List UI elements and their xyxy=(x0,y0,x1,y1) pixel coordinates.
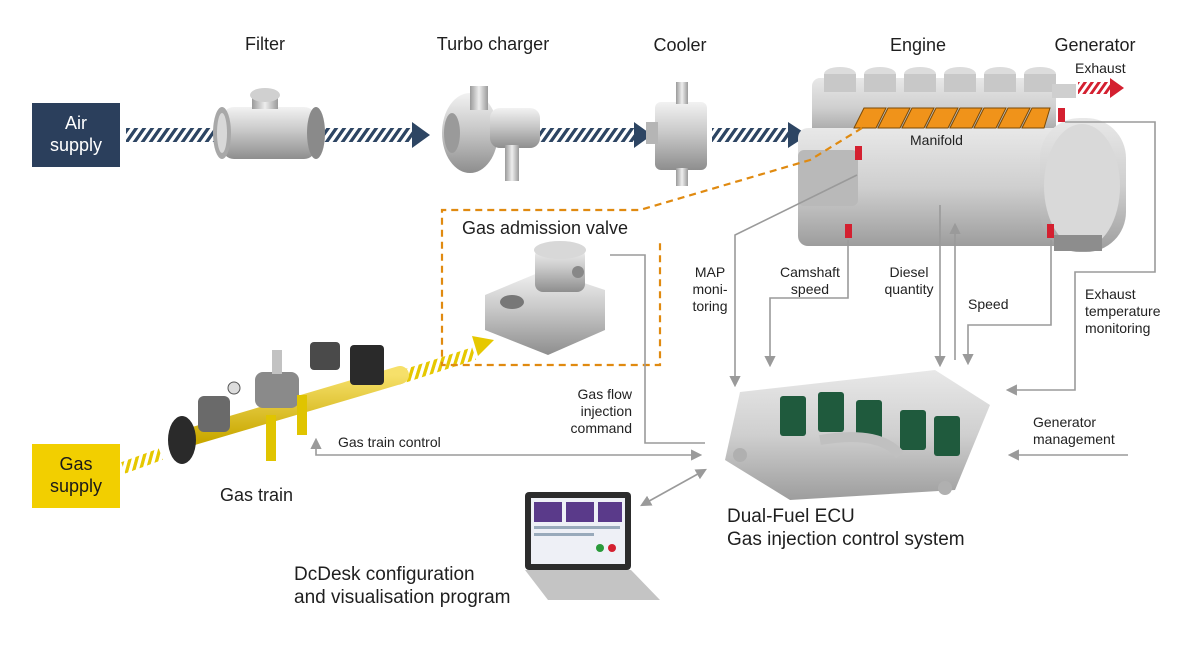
speed-label: Speed xyxy=(968,296,1009,312)
filter-illustration xyxy=(213,88,325,159)
gas-flow-line1: Gas flow xyxy=(577,386,632,402)
gas-supply-label-line2: supply xyxy=(49,476,103,496)
gas-admission-valve-illustration xyxy=(485,241,605,355)
exhaust-arrow xyxy=(1078,78,1124,98)
ecu-illustration xyxy=(725,370,990,500)
gas-valve-to-manifold-dashed-line xyxy=(440,127,863,367)
signal-lines xyxy=(310,121,1156,507)
gas-flow-line xyxy=(121,336,494,474)
cooler-label: Cooler xyxy=(653,35,707,55)
map-monitoring-line1: MAP xyxy=(694,264,726,280)
manifold-illustration xyxy=(853,107,1051,129)
diesel-quantity-line2: quantity xyxy=(884,280,934,297)
turbo-charger-illustration xyxy=(442,86,540,181)
ecu-label: Dual-Fuel ECU Gas injection control syst… xyxy=(727,506,965,552)
generator-management-line1: Generator xyxy=(1033,414,1097,430)
cooler-illustration xyxy=(646,82,707,186)
air-supply-label-line2: supply xyxy=(49,135,103,155)
ecu-label-line1: Dual-Fuel ECU xyxy=(727,506,855,527)
camshaft-speed-line2: speed xyxy=(790,280,830,297)
manifold-label: Manifold xyxy=(910,132,963,148)
air-flow-line xyxy=(126,122,808,148)
dcdesk-label: DcDesk configuration and visualisation p… xyxy=(294,564,511,610)
laptop-illustration xyxy=(525,492,660,600)
gas-admission-valve-label: Gas admission valve xyxy=(462,218,629,238)
gas-supply-label-line1: Gas xyxy=(59,454,93,475)
camshaft-speed-line1: Camshaft xyxy=(780,264,840,280)
generator-management-label: Generator management xyxy=(1033,414,1115,448)
exhaust-temperature-line1: Exhaust xyxy=(1085,286,1136,302)
dcdesk-label-line1: DcDesk configuration xyxy=(294,564,475,585)
gas-flow-injection-command-label: Gas flow injection command xyxy=(571,386,632,436)
gas-train-control-label: Gas train control xyxy=(338,434,441,450)
generator-management-line2: management xyxy=(1033,430,1115,447)
diesel-quantity-label: Diesel quantity xyxy=(874,264,944,298)
ecu-label-line2: Gas injection control system xyxy=(727,528,965,550)
map-monitoring-line3: toring xyxy=(692,297,728,314)
dcdesk-label-line2: and visualisation program xyxy=(294,586,511,608)
diesel-quantity-line1: Diesel xyxy=(889,264,929,280)
gas-train-illustration xyxy=(168,342,409,464)
camshaft-speed-label: Camshaft speed xyxy=(770,264,850,298)
engine-label: Engine xyxy=(889,35,947,55)
gas-train-label: Gas train xyxy=(220,485,294,505)
filter-label: Filter xyxy=(245,34,285,54)
exhaust-label: Exhaust xyxy=(1075,60,1126,76)
map-monitoring-line2: moni- xyxy=(692,280,728,297)
exhaust-temperature-line3: monitoring xyxy=(1085,319,1151,336)
sensor-markers xyxy=(845,108,1065,238)
gas-flow-line3: command xyxy=(570,419,632,436)
turbo-charger-label: Turbo charger xyxy=(436,34,550,54)
air-supply-label-line1: Air xyxy=(65,113,87,134)
exhaust-temperature-label: Exhaust temperature monitoring xyxy=(1085,286,1160,336)
gas-flow-line2: injection xyxy=(580,402,632,419)
map-monitoring-label: MAP moni- toring xyxy=(680,264,740,314)
generator-label: Generator xyxy=(1054,35,1136,55)
exhaust-temperature-line2: temperature xyxy=(1085,302,1161,319)
